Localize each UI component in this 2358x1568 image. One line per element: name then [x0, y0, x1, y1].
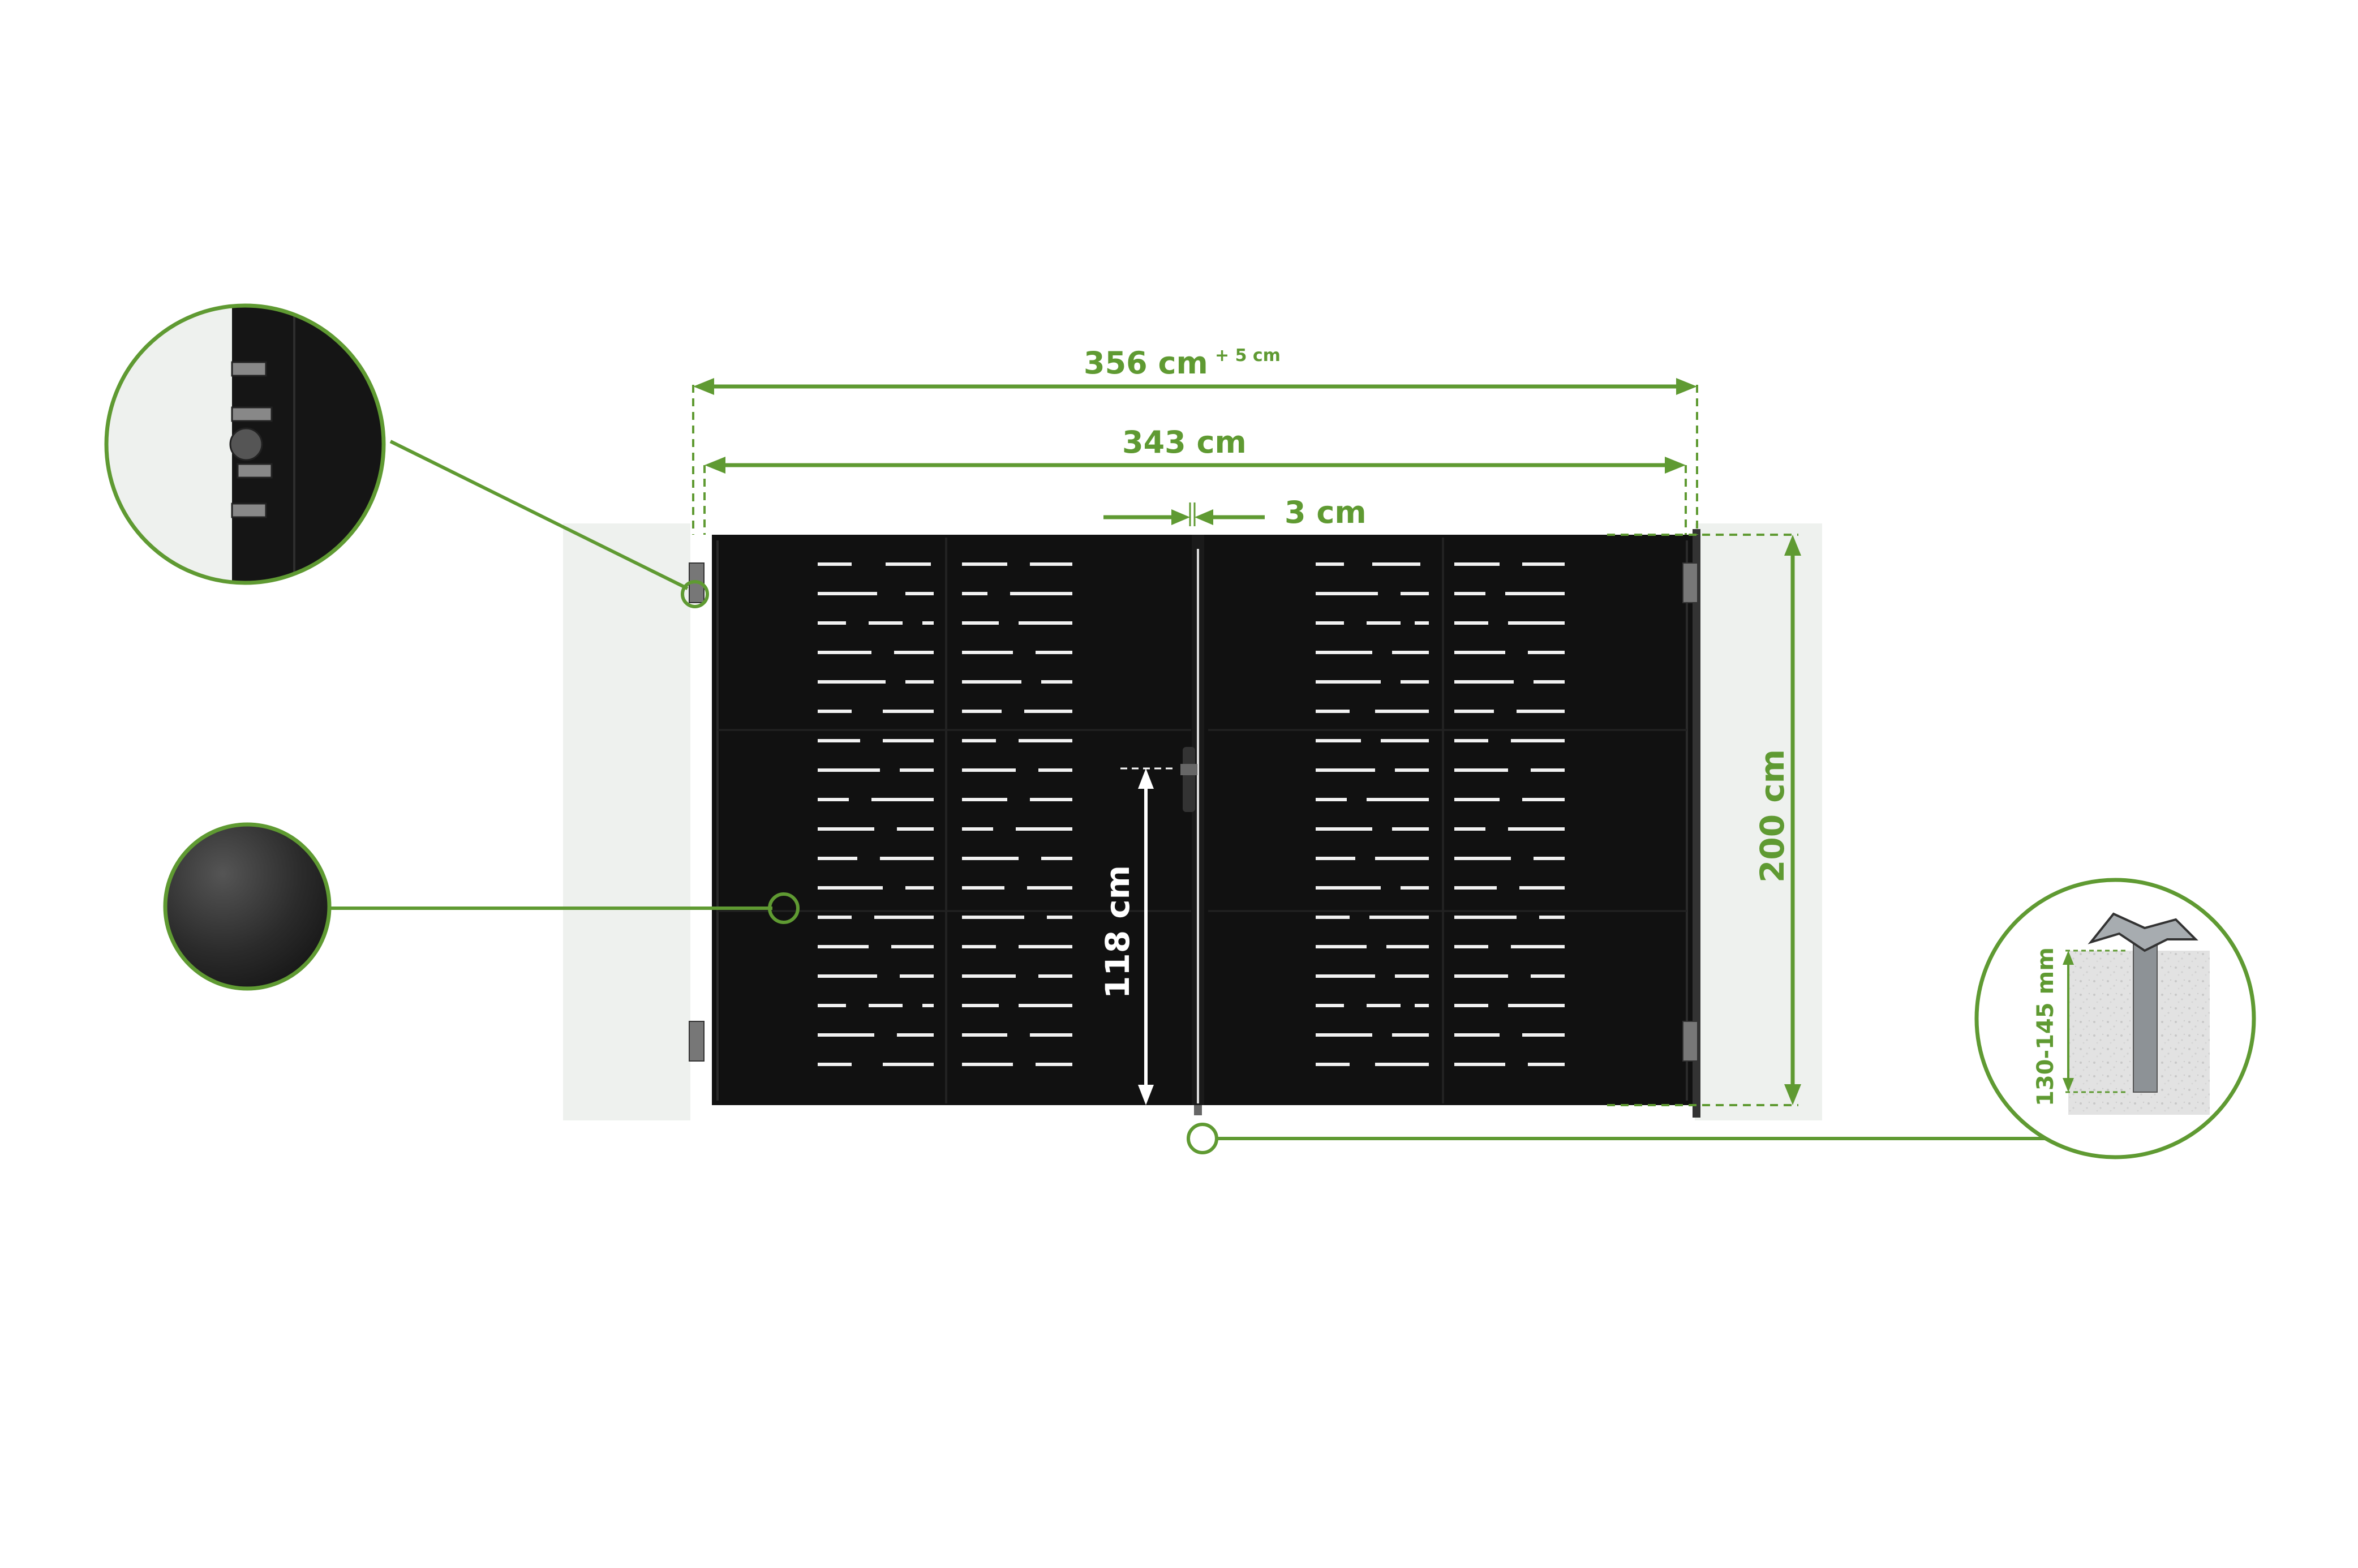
total-width-label: 356 cm [1084, 345, 1208, 381]
color-swatch-callout [163, 822, 800, 991]
gate [689, 529, 1700, 1118]
height-label: 200 cm [1753, 749, 1792, 883]
gate-width-label: 343 cm [1122, 424, 1247, 460]
gate-handle-icon [1180, 747, 1197, 812]
right-post-bar [1693, 529, 1700, 1118]
hinge-icon [689, 562, 1698, 1062]
left-post [563, 523, 690, 1120]
left-gate-leaf [712, 535, 1196, 1105]
ground-anchor-callout: 130-145 mm [1187, 878, 2256, 1159]
gap-label: 3 cm [1285, 495, 1367, 530]
ground-stop-marker [1187, 1123, 1218, 1154]
color-target-marker [768, 892, 800, 924]
hinge-profile-icon [229, 361, 273, 518]
anthracite-swatch-icon [163, 822, 332, 991]
handle-height-label: 118 cm [1098, 865, 1137, 999]
dimension-lines [692, 384, 1798, 1106]
right-post [1695, 523, 1822, 1120]
ground-stop-icon [1194, 1105, 1202, 1115]
total-width-tolerance: + 5 cm [1215, 346, 1281, 366]
hinge-target-marker [681, 580, 709, 608]
right-gate-leaf [1204, 535, 1693, 1105]
dimension-arrowheads [693, 378, 1801, 1105]
anchor-depth-label: 130-145 mm [2033, 947, 2059, 1106]
ground-anchor-icon [2088, 912, 2198, 1093]
decorative-slot-pattern [818, 562, 1565, 1066]
